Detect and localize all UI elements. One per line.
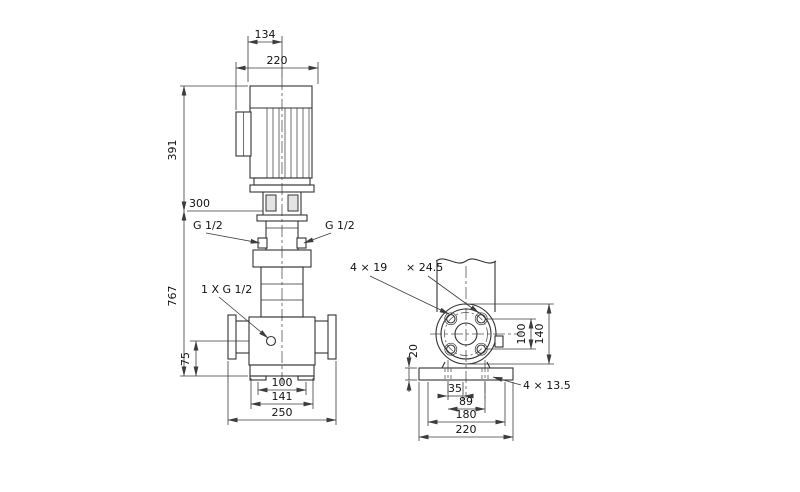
foot-left [249, 375, 267, 381]
dim-hole-spacing: 89 [459, 395, 473, 408]
label-flange-counterbore: × 24.5 [406, 261, 443, 274]
pump-column-side [435, 258, 497, 312]
bolt-hole-counterbore [444, 312, 458, 326]
coupling-half-right [287, 194, 299, 212]
side-view: 4 × 19 × 24.5 100 140 20 4 × 13.5 [350, 258, 571, 441]
dim-port-to-port: 250 [272, 406, 293, 419]
side-plug [494, 335, 504, 348]
dim-base-thickness: 20 [407, 344, 420, 358]
label-base-holes: 4 × 13.5 [523, 379, 571, 392]
front-view: 134 220 391 300 767 75 G 1/2 G 1/2 1 X G… [166, 28, 355, 425]
seal-housing [252, 221, 312, 268]
bolt-hole-counterbore [444, 342, 458, 356]
dim-bolt-circle: 100 [515, 324, 528, 345]
drain-port [265, 335, 277, 347]
coupling-half-left [265, 194, 277, 212]
pump-body [227, 314, 337, 381]
dim-foot-hole-spacing: 100 [272, 376, 293, 389]
flange-face [435, 303, 504, 369]
motor [235, 85, 315, 193]
base-plate-side [418, 367, 514, 381]
suction-flange [227, 314, 237, 360]
dim-hole-offset: 35 [448, 382, 462, 395]
foot-right [297, 375, 315, 381]
bolt-circle [444, 312, 488, 356]
label-port-left: G 1/2 [193, 219, 223, 232]
dim-flange-od: 140 [533, 324, 546, 345]
dim-base-hole-length: 180 [456, 408, 477, 421]
dim-clearance: 300 [189, 197, 210, 210]
label-port-right: G 1/2 [325, 219, 355, 232]
side-view-centerlines [430, 266, 522, 398]
coupling-section [256, 192, 308, 222]
dim-base-width: 141 [272, 390, 293, 403]
dim-motor-width: 220 [267, 54, 288, 67]
bolt-hole [446, 344, 456, 354]
dim-total-height: 767 [166, 286, 179, 307]
flange-raised-face [440, 308, 492, 360]
dim-base-length: 220 [456, 423, 477, 436]
label-flange-holes: 4 × 19 [350, 261, 387, 274]
base-plate-front [249, 364, 315, 377]
dim-motor-top-width: 134 [255, 28, 276, 41]
dim-port-height: 75 [179, 352, 192, 366]
discharge-flange [327, 314, 337, 360]
bolt-hole [476, 314, 486, 324]
flange-bore [454, 322, 478, 346]
break-line [435, 258, 497, 264]
front-view-dimensions: 134 220 391 300 767 75 G 1/2 G 1/2 1 X G… [166, 28, 355, 425]
side-view-dimensions: 4 × 19 × 24.5 100 140 20 4 × 13.5 [350, 261, 571, 441]
bolt-hole [446, 314, 456, 324]
label-drain-port: 1 X G 1/2 [201, 283, 252, 296]
bolt-hole [476, 344, 486, 354]
dim-motor-height: 391 [166, 140, 179, 161]
